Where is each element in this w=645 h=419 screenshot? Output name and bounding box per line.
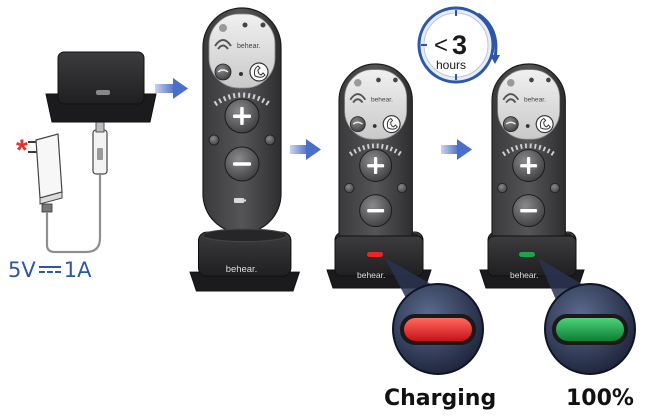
note-asterisk: * [16, 134, 28, 167]
brand-logo: behear. [371, 97, 393, 104]
brand-logo: behear. [226, 264, 258, 275]
arrow-right-icon [290, 139, 321, 160]
full-led-zoom [544, 283, 636, 375]
timer-icon: < 3 hours [417, 6, 500, 84]
caption-charging: Charging [384, 386, 497, 411]
brand-logo: behear. [357, 270, 385, 280]
power-adapter-icon [28, 133, 63, 213]
arrow-right-icon [441, 139, 472, 160]
remote-control-icon: behear. [203, 8, 281, 233]
charging-dock-icon [45, 51, 157, 123]
charging-led-zoom [392, 283, 484, 375]
brand-logo: behear. [524, 97, 546, 104]
brand-logo: behear. [510, 270, 538, 280]
charging-led [367, 252, 383, 257]
current-label: 1A [63, 258, 92, 282]
timer-symbol: < [434, 32, 448, 59]
timer-unit: hours [436, 58, 466, 72]
brand-logo: behear. [237, 43, 260, 50]
arrow-right-icon [155, 78, 188, 99]
charging-indicator [404, 318, 472, 341]
remote-control-icon: behear. [492, 64, 565, 276]
charging-dock-icon: behear. [189, 228, 300, 292]
voltage-label: 5V [8, 258, 36, 282]
timer-number: 3 [452, 30, 467, 60]
full-indicator [556, 318, 624, 341]
power-rating: 5V 1A [8, 258, 91, 282]
remote-control-icon: behear. [339, 64, 412, 276]
caption-full: 100% [566, 386, 634, 411]
usb-cable-icon [45, 117, 108, 254]
dc-symbol-icon [38, 266, 61, 276]
full-led [519, 252, 535, 257]
